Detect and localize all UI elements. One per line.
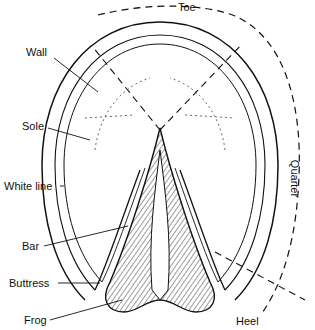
part-label: Sole xyxy=(22,120,44,133)
part-label: Wall xyxy=(26,46,47,59)
part-label: Buttress xyxy=(9,277,49,290)
part-label: White line xyxy=(4,180,52,193)
region-label: Heel xyxy=(236,315,259,328)
part-label: Frog xyxy=(24,314,47,327)
region-label: Quarter xyxy=(288,159,301,196)
part-label: Bar xyxy=(22,240,39,253)
region-label: Toe xyxy=(178,1,196,14)
